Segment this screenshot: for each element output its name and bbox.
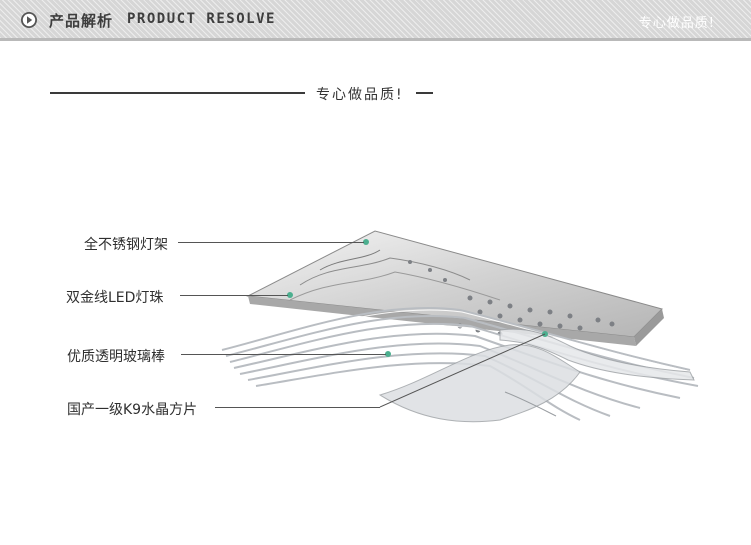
slogan-text: 专心做品质! — [316, 87, 404, 103]
header-subtitle: PRODUCT RESOLVE — [127, 11, 276, 27]
callout-label-crystal-panels: 国产一级K9水晶方片 — [67, 402, 198, 418]
play-circle-icon — [21, 12, 37, 28]
header-slogan: 专心做品质! — [638, 16, 715, 31]
leader-line-steel-frame — [178, 242, 364, 243]
leader-line-led-beads — [180, 295, 288, 296]
slogan-divider-right — [416, 92, 433, 94]
callout-label-led-beads: 双金线LED灯珠 — [66, 290, 164, 306]
leader-line-crystal-panels — [215, 407, 380, 408]
callout-label-glass-rods: 优质透明玻璃棒 — [67, 349, 165, 365]
callout-label-steel-frame: 全不锈钢灯架 — [84, 237, 168, 253]
header-bar: 产品解析 PRODUCT RESOLVE 专心做品质! — [0, 0, 751, 41]
slogan-divider-left — [50, 92, 305, 94]
leader-line-glass-rods — [181, 354, 386, 355]
crystal-panels — [378, 328, 695, 423]
header-title: 产品解析 — [49, 12, 114, 30]
